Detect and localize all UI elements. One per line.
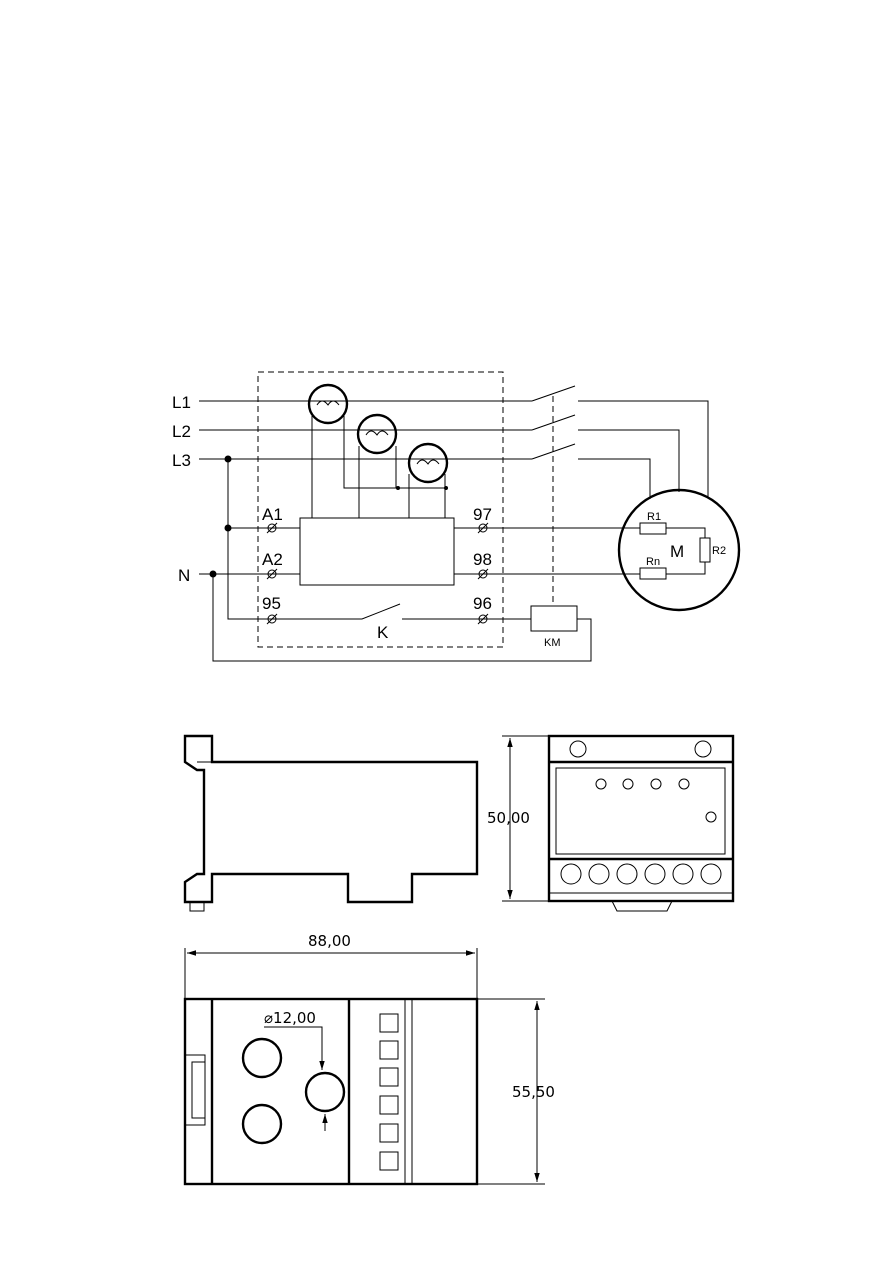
label-96: 96 [473, 594, 492, 613]
hole-icon [304, 1071, 346, 1113]
km-coil [530, 605, 578, 632]
label-l3: L3 [172, 451, 191, 470]
ct-l1-icon [307, 383, 349, 425]
label-95: 95 [262, 594, 281, 613]
contactor-switches [531, 385, 709, 605]
device-enclosure [257, 371, 504, 648]
label-l1: L1 [172, 393, 191, 412]
dim-width: 88,00 [308, 932, 351, 950]
label-motor: M [670, 542, 684, 561]
label-contact-k: K [377, 623, 389, 642]
resistor-r1 [639, 522, 667, 535]
label-r1: R1 [647, 511, 661, 523]
label-km: KM [544, 637, 561, 649]
motor [617, 488, 741, 612]
resistor-rn [639, 567, 667, 580]
dim-hole: ⌀12,00 [264, 1009, 316, 1027]
dim-height: 50,00 [487, 809, 530, 827]
relay-body [299, 517, 455, 586]
dim-depth: 55,50 [512, 1083, 555, 1101]
label-r2: R2 [712, 545, 726, 557]
side-view [183, 734, 479, 912]
resistor-r2 [699, 537, 711, 563]
label-rn: Rn [646, 556, 660, 568]
motor-circle [617, 488, 741, 612]
label-a2: A2 [262, 550, 283, 569]
front-view: 50,00 [487, 734, 735, 912]
label-n: N [178, 566, 190, 585]
wiring-schematic: L1 L2 L3 N A1 A2 95 97 98 96 K KM M R1 R… [172, 371, 741, 662]
front-window [555, 767, 726, 855]
label-98: 98 [473, 550, 492, 569]
ct-l2-icon [356, 413, 398, 455]
top-view: ⌀12,00 88,00 55,50 [183, 932, 555, 1186]
label-97: 97 [473, 505, 492, 524]
label-l2: L2 [172, 422, 191, 441]
ct-l3-icon [407, 442, 449, 484]
contact-k [272, 603, 401, 620]
current-transformers [307, 383, 449, 518]
label-a1: A1 [262, 505, 283, 524]
